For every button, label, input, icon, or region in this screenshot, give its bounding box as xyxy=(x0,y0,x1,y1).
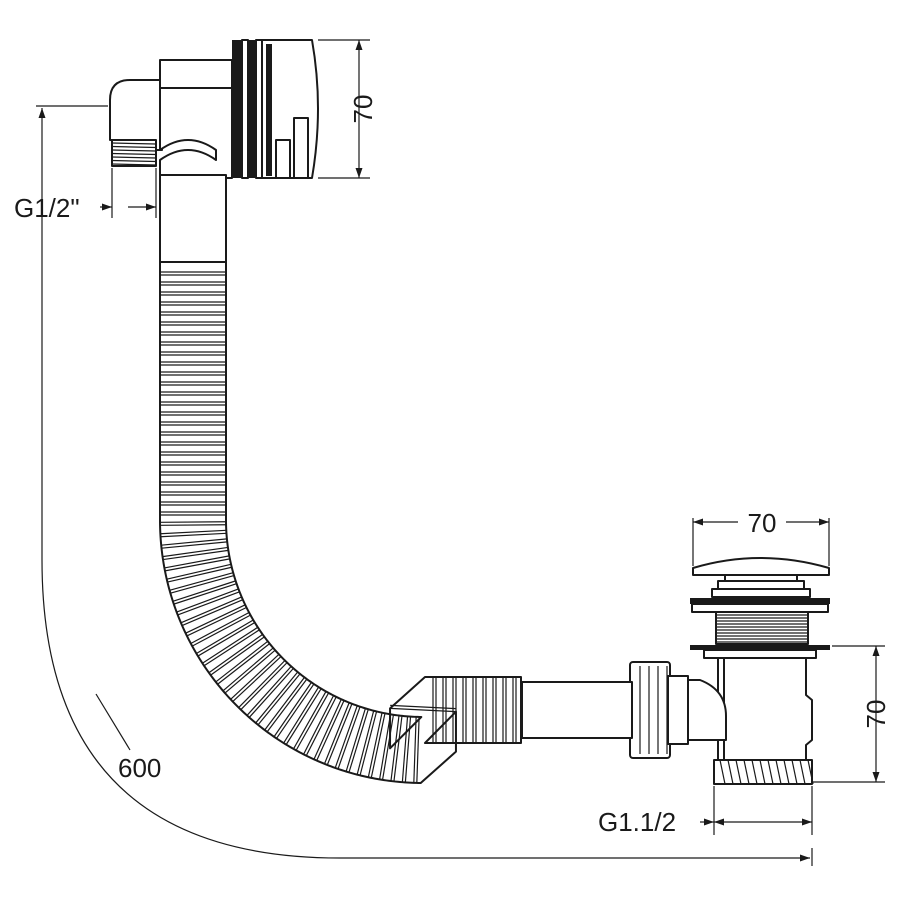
overflow-assembly xyxy=(109,39,319,263)
overflow-height-label: 70 xyxy=(348,95,378,124)
waste-body xyxy=(717,657,813,761)
waste-spigot xyxy=(521,681,633,739)
hose-outline xyxy=(159,261,522,784)
overflow-housing xyxy=(159,59,233,179)
waste-assembly xyxy=(521,557,830,785)
overflow-thread-label: G1/2" xyxy=(14,193,80,223)
hose-rib xyxy=(160,524,227,526)
corrugated-hose xyxy=(159,261,522,784)
overflow-gasket xyxy=(232,40,242,178)
dimension-lines xyxy=(36,39,885,866)
waste-thread-label: G1.1/2 xyxy=(598,807,676,837)
pipe-length-label: 600 xyxy=(118,753,161,783)
hose-rib xyxy=(160,521,227,523)
waste-coupling-collar xyxy=(667,675,689,745)
waste-coupling-nut xyxy=(629,661,671,759)
waste-width-label: 70 xyxy=(748,508,777,538)
overflow-connector xyxy=(159,174,227,263)
waste-height-label: 70 xyxy=(861,700,891,729)
waste-plug-cap xyxy=(692,557,830,576)
